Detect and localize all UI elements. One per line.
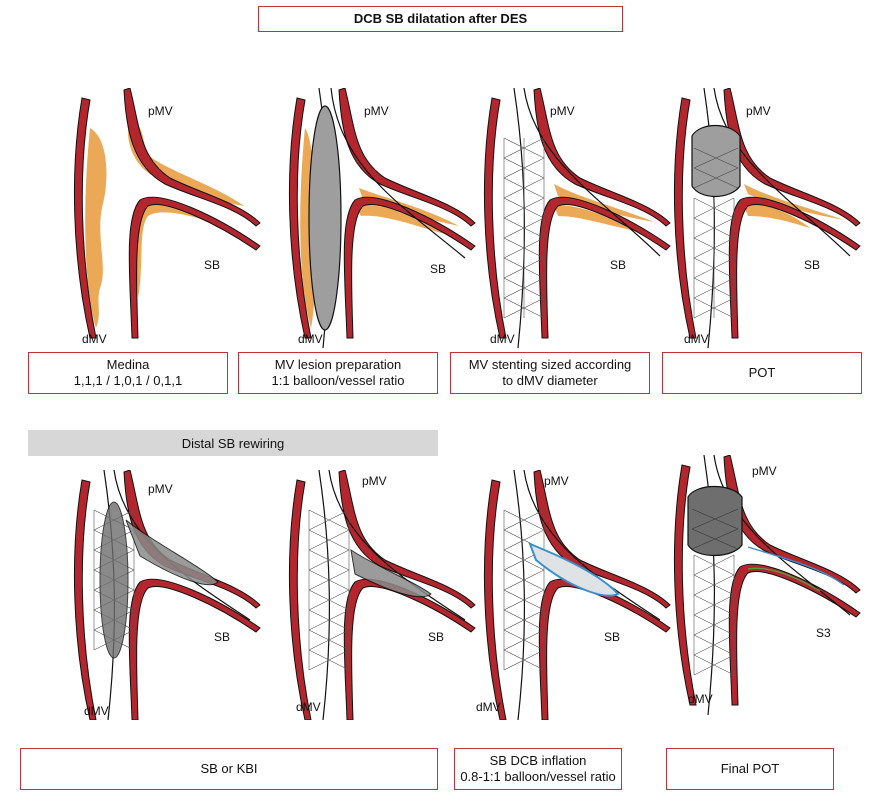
label-pmv: pMV (752, 464, 777, 478)
panel-sb-dcb (483, 470, 671, 720)
label-pmv: pMV (362, 474, 387, 488)
caption-sb-kbi: SB or KBI (20, 748, 438, 790)
distal-sb-rewiring-label: Distal SB rewiring (181, 435, 285, 451)
label-dmv: dMV (684, 332, 709, 346)
label-sb: SB (430, 262, 447, 276)
panel-final-pot (673, 455, 861, 715)
label-dmv: dMV (296, 700, 321, 714)
label-dmv: dMV (82, 332, 107, 346)
label-pmv: pMV (544, 474, 569, 488)
caption-pot: POT (662, 352, 862, 394)
label-pmv: pMV (550, 104, 575, 118)
panel-mv-stenting (483, 88, 671, 348)
label-sb: SB (428, 630, 445, 644)
label-sb: SB (610, 258, 627, 272)
label-sb: SB (604, 630, 621, 644)
label-pmv: pMV (148, 482, 173, 496)
label-s3: S3 (816, 626, 831, 640)
panel-mv-lesion-prep (288, 88, 476, 348)
diagram-title: DCB SB dilatation after DES (258, 6, 623, 32)
panel-sb-kbi-b (288, 470, 476, 720)
label-pmv: pMV (364, 104, 389, 118)
label-dmv: dMV (84, 704, 109, 718)
panel-sb-kbi-a (73, 470, 261, 720)
label-dmv: dMV (476, 700, 501, 714)
title-text: DCB SB dilatation after DES (353, 11, 528, 26)
label-sb: SB (214, 630, 231, 644)
label-sb: SB (804, 258, 821, 272)
label-dmv: dMV (490, 332, 515, 346)
panel-medina (73, 88, 261, 339)
distal-sb-rewiring-bar: Distal SB rewiring (28, 430, 438, 456)
label-pmv: pMV (148, 104, 173, 118)
label-dmv: dMV (688, 692, 713, 706)
caption-final-pot: Final POT (666, 748, 834, 790)
label-pmv: pMV (746, 104, 771, 118)
panel-pot (673, 88, 861, 348)
label-dmv: dMV (298, 332, 323, 346)
label-sb: SB (204, 258, 221, 272)
